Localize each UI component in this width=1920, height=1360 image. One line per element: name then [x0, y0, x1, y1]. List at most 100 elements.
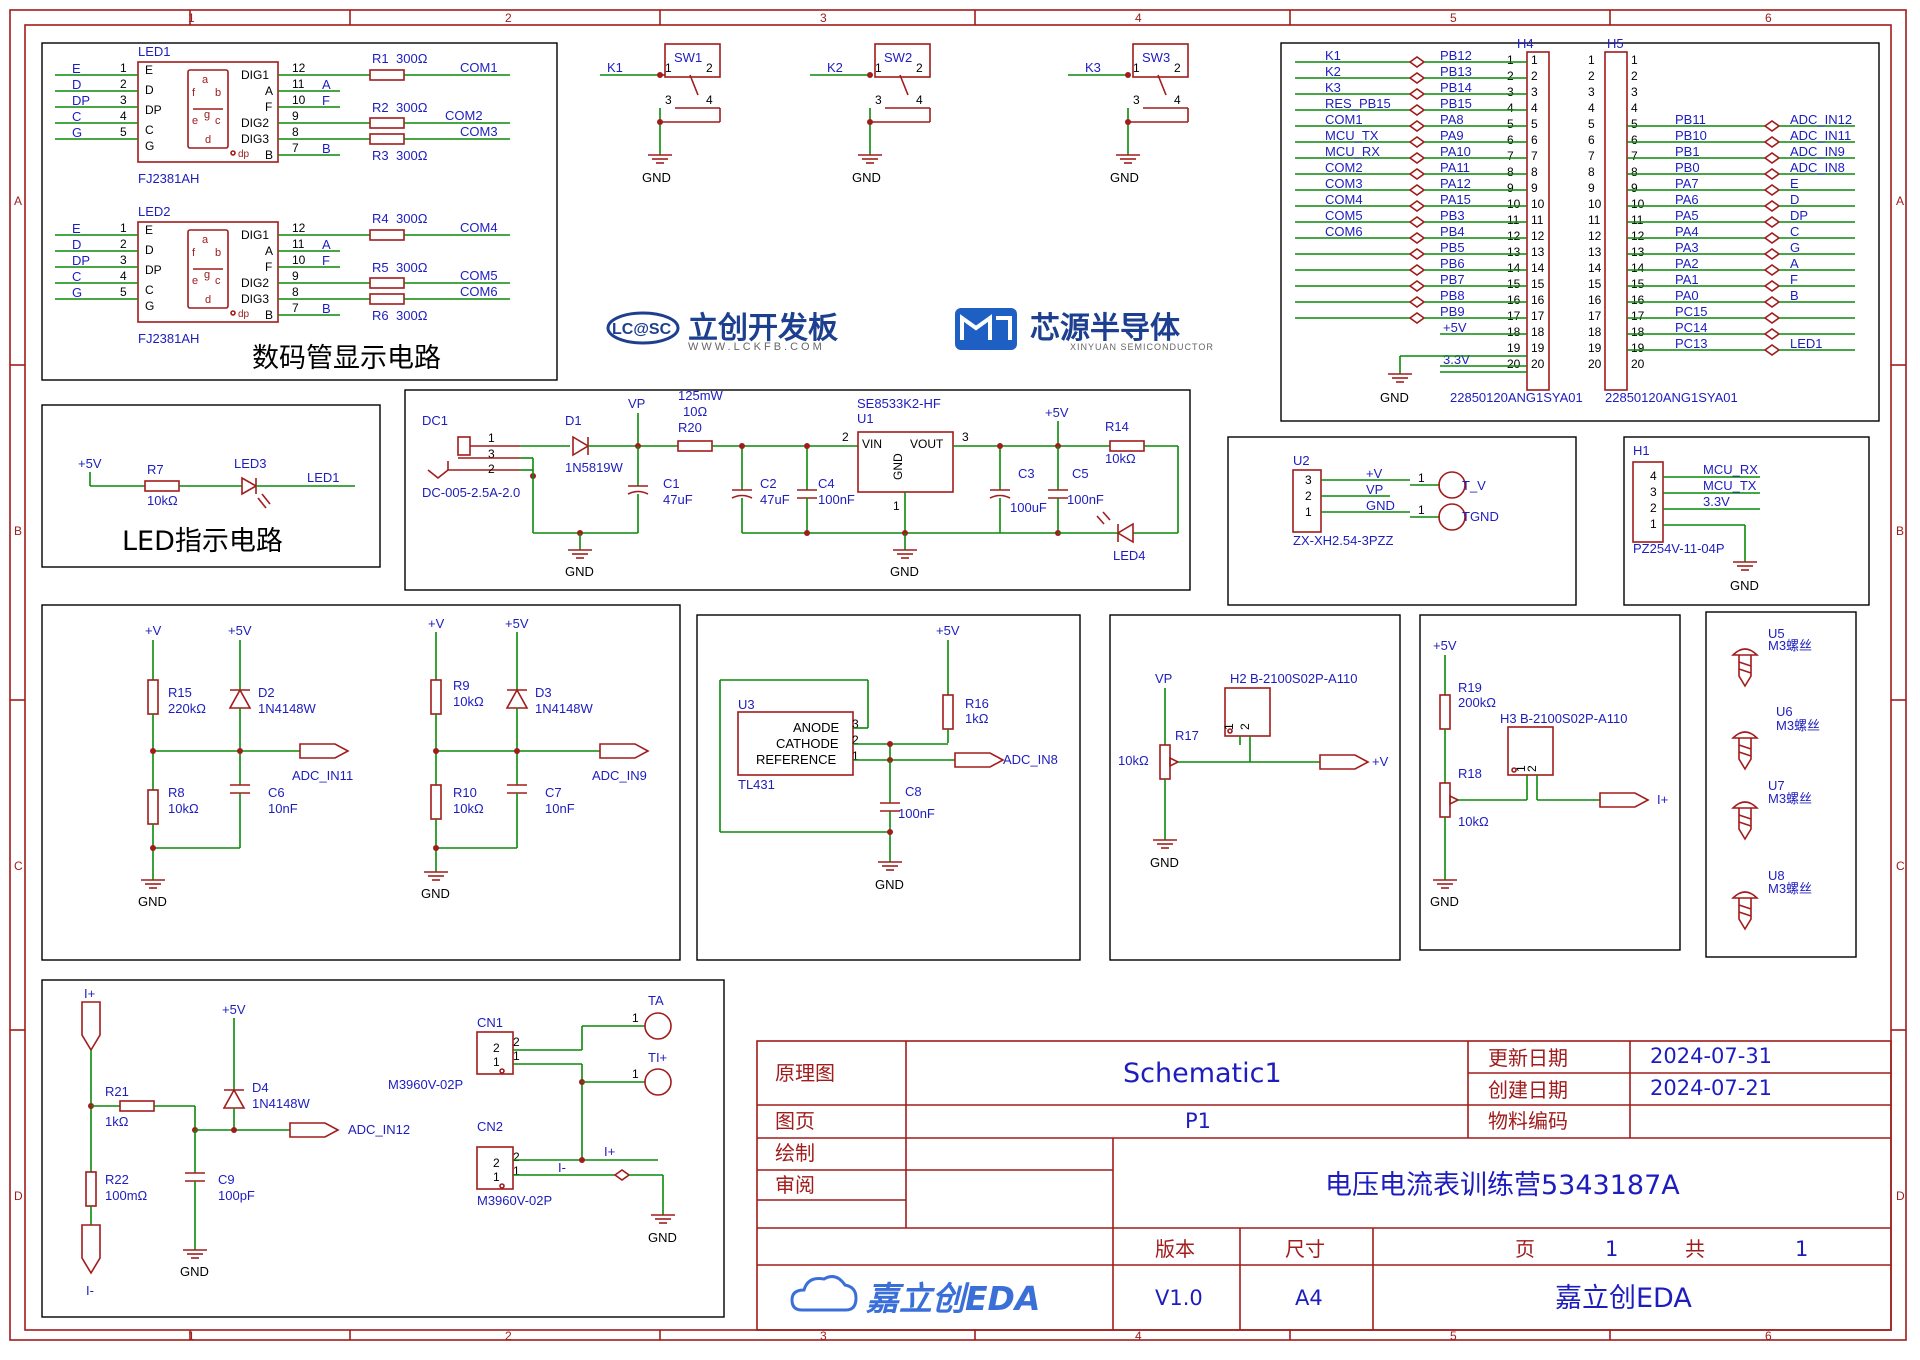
svg-text:PA5: PA5 — [1675, 208, 1699, 223]
svg-text:12: 12 — [1588, 229, 1602, 243]
svg-text:300Ω: 300Ω — [396, 100, 428, 115]
svg-text:COM2: COM2 — [1325, 160, 1363, 175]
svg-text:1: 1 — [493, 1170, 500, 1184]
svg-text:8: 8 — [1588, 165, 1595, 179]
svg-text:19: 19 — [1631, 341, 1645, 355]
switch-sw1: K1 SW1 1 2 3 4 GND — [600, 43, 721, 185]
svg-text:16: 16 — [1631, 293, 1645, 307]
svg-text:COM3: COM3 — [1325, 176, 1363, 191]
svg-text:GND: GND — [1150, 855, 1179, 870]
led1-module: LED1 FJ2381AH a b f e g c d dp E D DP C … — [55, 44, 510, 186]
svg-text:VOUT: VOUT — [910, 437, 944, 451]
svg-text:9: 9 — [292, 269, 299, 283]
svg-text:100mΩ: 100mΩ — [105, 1188, 148, 1203]
svg-text:1: 1 — [632, 1011, 639, 1025]
svg-text:绘制: 绘制 — [775, 1141, 815, 1165]
led-display-block: LED1 FJ2381AH a b f e g c d dp E D DP C … — [41, 42, 558, 381]
svg-text:I-: I- — [558, 1160, 566, 1175]
svg-text:ADC_IN12: ADC_IN12 — [1790, 112, 1852, 127]
svg-text:4: 4 — [120, 269, 127, 283]
svg-text:1: 1 — [1418, 503, 1425, 517]
svg-text:4: 4 — [1507, 101, 1514, 115]
col-label-5-bottom: 5 — [1450, 1329, 1457, 1343]
svg-text:C9: C9 — [218, 1172, 235, 1187]
svg-text:2: 2 — [120, 237, 127, 251]
svg-text:DP: DP — [145, 103, 162, 117]
svg-text:R2: R2 — [372, 100, 389, 115]
h4-part: 22850120ANG1SYA01 — [1450, 390, 1583, 405]
row-label-d: D — [14, 1189, 23, 1203]
svg-text:20: 20 — [1588, 357, 1602, 371]
svg-text:7: 7 — [1588, 149, 1595, 163]
svg-text:E: E — [145, 63, 153, 77]
svg-text:9: 9 — [1507, 181, 1514, 195]
svg-text:R6: R6 — [372, 308, 389, 323]
svg-text:2: 2 — [513, 1035, 520, 1049]
svg-text:C7: C7 — [545, 785, 562, 800]
svg-text:+5V: +5V — [1443, 320, 1467, 335]
svg-text:+5V: +5V — [1433, 638, 1457, 653]
vref-block: +5V R16 1kΩ U3 ANODE CATHODE REFERENCE 3… — [696, 614, 1081, 961]
svg-text:版本: 版本 — [1155, 1237, 1195, 1261]
svg-text:7: 7 — [292, 141, 299, 155]
svg-text:SW1: SW1 — [674, 50, 702, 65]
svg-text:10kΩ: 10kΩ — [453, 801, 484, 816]
svg-text:5: 5 — [1507, 117, 1514, 131]
svg-text:12: 12 — [292, 61, 306, 75]
svg-text:10kΩ: 10kΩ — [1458, 814, 1489, 829]
connectors-block: CN1 2 1 2 1 1 TA 1 TI+ M3960V-02P CN2 2 … — [388, 993, 677, 1245]
svg-text:20: 20 — [1507, 357, 1521, 371]
svg-text:ZX-XH2.54-3PZZ: ZX-XH2.54-3PZZ — [1293, 533, 1393, 548]
svg-text:PA7: PA7 — [1675, 176, 1699, 191]
svg-text:13: 13 — [1507, 245, 1521, 259]
svg-text:B-2100S02P-A110: B-2100S02P-A110 — [1250, 671, 1357, 686]
svg-text:10: 10 — [292, 93, 306, 107]
svg-text:6: 6 — [1588, 133, 1595, 147]
svg-text:+5V: +5V — [222, 1002, 246, 1017]
svg-text:TA: TA — [648, 993, 664, 1008]
svg-text:C: C — [1790, 224, 1799, 239]
h4-ref: H4 — [1517, 36, 1534, 51]
svg-text:11: 11 — [1531, 213, 1544, 227]
svg-text:B-2100S02P-A110: B-2100S02P-A110 — [1520, 711, 1627, 726]
svg-text:A: A — [265, 244, 273, 258]
svg-text:dp: dp — [238, 309, 250, 320]
svg-text:ADC_IN9: ADC_IN9 — [592, 768, 647, 783]
svg-text:K1: K1 — [1325, 48, 1341, 63]
svg-text:b: b — [215, 247, 221, 259]
svg-text:100nF: 100nF — [1067, 492, 1104, 507]
svg-text:C: C — [72, 109, 81, 124]
svg-text:15: 15 — [1507, 277, 1521, 291]
svg-text:A: A — [265, 84, 273, 98]
svg-text:10kΩ: 10kΩ — [453, 694, 484, 709]
pot2-block: +5V R19 200kΩ R18 10kΩ GND H3 B-2100S02P… — [1419, 614, 1681, 951]
svg-text:19: 19 — [1507, 341, 1521, 355]
svg-text:PA4: PA4 — [1675, 224, 1699, 239]
svg-text:9: 9 — [292, 109, 299, 123]
svg-text:LED1: LED1 — [307, 470, 340, 485]
svg-text:1: 1 — [1588, 53, 1595, 67]
svg-text:11: 11 — [292, 77, 305, 91]
svg-text:11: 11 — [1631, 213, 1644, 227]
led2-ref: LED2 — [138, 204, 171, 219]
svg-text:COM6: COM6 — [460, 284, 498, 299]
svg-text:2: 2 — [488, 462, 495, 476]
svg-text:3: 3 — [665, 93, 672, 107]
svg-text:GND: GND — [1380, 390, 1409, 405]
row-label-b: B — [14, 524, 22, 538]
svg-text:R4: R4 — [372, 211, 389, 226]
svg-text:U8: U8 — [1768, 868, 1785, 883]
led2-right-pins: DIG1 A F DIG2 DIG3 B 12 11 10 9 8 7 A F — [241, 211, 510, 323]
svg-text:1: 1 — [893, 499, 900, 513]
led-display-caption: 数码管显示电路 — [252, 343, 441, 374]
svg-text:+5V: +5V — [228, 623, 252, 638]
svg-text:ADC_IN12: ADC_IN12 — [348, 1122, 410, 1137]
